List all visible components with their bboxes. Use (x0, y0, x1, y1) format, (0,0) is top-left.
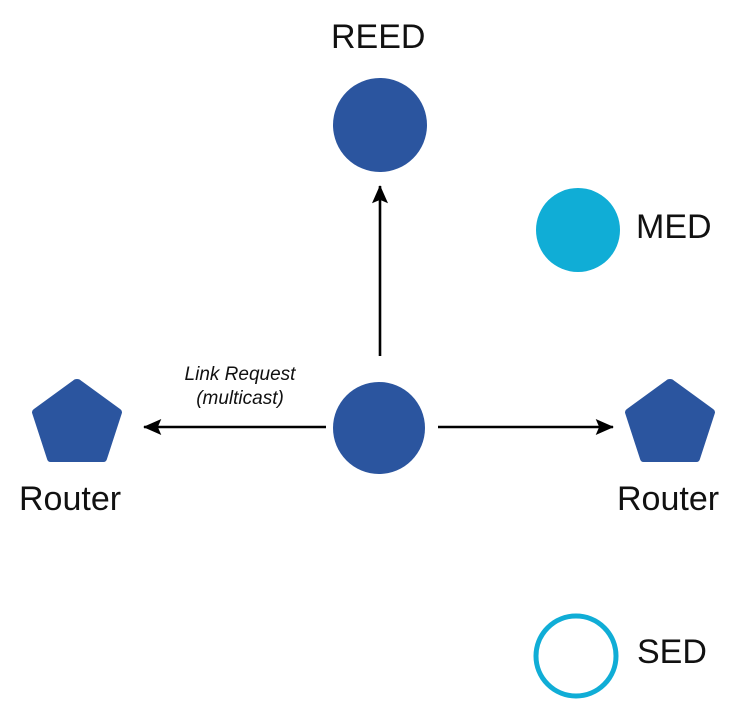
node-reed-circle (333, 78, 427, 172)
node-label-router-right: Router (617, 480, 720, 518)
node-center-router-circle (333, 382, 425, 474)
node-label-sed: SED (637, 633, 707, 671)
edge-label-link-request-line1: Link Request (184, 364, 296, 385)
node-router-right-pentagon (624, 379, 716, 462)
node-label-router-left: Router (19, 480, 122, 518)
node-label-med: MED (636, 208, 712, 246)
edge-label-link-request-line2: (multicast) (196, 387, 284, 409)
edge-label-link-request: Link Request (multicast) (167, 363, 313, 411)
node-label-reed: REED (331, 18, 426, 56)
node-sed-circle (533, 613, 619, 699)
node-med-circle (536, 188, 620, 272)
node-router-left-pentagon (31, 379, 123, 462)
